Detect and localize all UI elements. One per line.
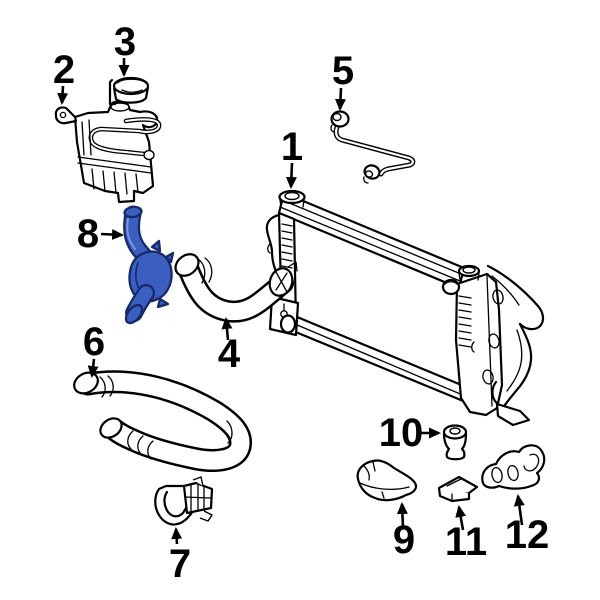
hose-open-end (174, 253, 200, 277)
callout-12-arrow (513, 494, 525, 526)
callout-11[interactable]: 11 (445, 505, 487, 564)
part-11-clip[interactable] (437, 475, 479, 503)
right-tank-fins (458, 295, 472, 348)
callout-4-arrow (221, 317, 233, 341)
callout-11-label: 11 (445, 520, 487, 564)
part-7-hose-bracket[interactable] (154, 476, 214, 526)
callout-1-arrow (285, 162, 297, 189)
radiator-lower-outlet (279, 314, 297, 334)
reservoir-neck (110, 102, 130, 112)
callout-8-arrow (100, 229, 124, 241)
callout-6-label: 6 (83, 320, 105, 364)
callout-2-label: 2 (53, 48, 75, 92)
left-tank-fins (281, 223, 293, 269)
callout-9-label: 9 (393, 518, 415, 562)
reservoir-ribs (81, 119, 139, 195)
callout-11-arrow (455, 505, 467, 531)
callout-8[interactable]: 8 (77, 212, 124, 256)
part-3-reservoir-cap[interactable] (108, 76, 150, 106)
outlet-open-end (124, 303, 144, 325)
radiator-side-port (441, 278, 461, 296)
part-8-water-outlet[interactable] (123, 205, 175, 326)
callout-6[interactable]: 6 (83, 320, 105, 378)
callout-6-arrow (87, 358, 99, 378)
part-1-radiator[interactable] (265, 189, 545, 427)
callout-2-arrow (57, 85, 69, 105)
lower-hose-end-2 (99, 417, 123, 439)
radiator-left-flange (265, 213, 284, 283)
part-4-upper-hose[interactable] (171, 250, 298, 323)
callout-5-label: 5 (332, 49, 354, 93)
outlet-top-end (123, 205, 143, 219)
callout-5[interactable]: 5 (332, 49, 354, 111)
callout-7-label: 7 (169, 542, 191, 586)
cap-flange (108, 78, 117, 106)
part-6-lower-hose[interactable] (70, 369, 252, 472)
reservoir-tube (88, 117, 162, 161)
callout-8-label: 8 (77, 212, 99, 256)
callout-7-arrow (171, 527, 183, 545)
callout-4[interactable]: 4 (218, 317, 241, 376)
part-5-overflow-tube[interactable] (330, 110, 416, 184)
part-9-bracket[interactable] (356, 459, 418, 502)
radiator-right-bracket (482, 264, 545, 411)
callout-12[interactable]: 12 (505, 494, 550, 557)
callout-2[interactable]: 2 (53, 48, 75, 105)
callout-3[interactable]: 3 (114, 20, 136, 77)
callout-7[interactable]: 7 (169, 527, 191, 586)
part-10-grommet[interactable] (442, 424, 468, 461)
hose-bellows (127, 430, 154, 460)
part-12-bracket[interactable] (481, 444, 546, 490)
callout-12-label: 12 (505, 513, 550, 557)
radiator-filler-neck (278, 189, 306, 208)
callout-9-arrow (396, 502, 408, 529)
callout-9[interactable]: 9 (393, 502, 415, 562)
part-2-coolant-reservoir[interactable] (54, 100, 162, 204)
callout-3-label: 3 (114, 20, 136, 64)
callout-5-arrow (334, 87, 346, 111)
callout-1-label: 1 (281, 125, 303, 169)
callout-1[interactable]: 1 (281, 125, 303, 189)
callout-10-label: 10 (379, 411, 424, 455)
radiator-right-cap (457, 264, 481, 281)
callout-4-label: 4 (218, 332, 241, 376)
radiator-foot (495, 402, 531, 427)
callout-10[interactable]: 10 (379, 411, 441, 455)
